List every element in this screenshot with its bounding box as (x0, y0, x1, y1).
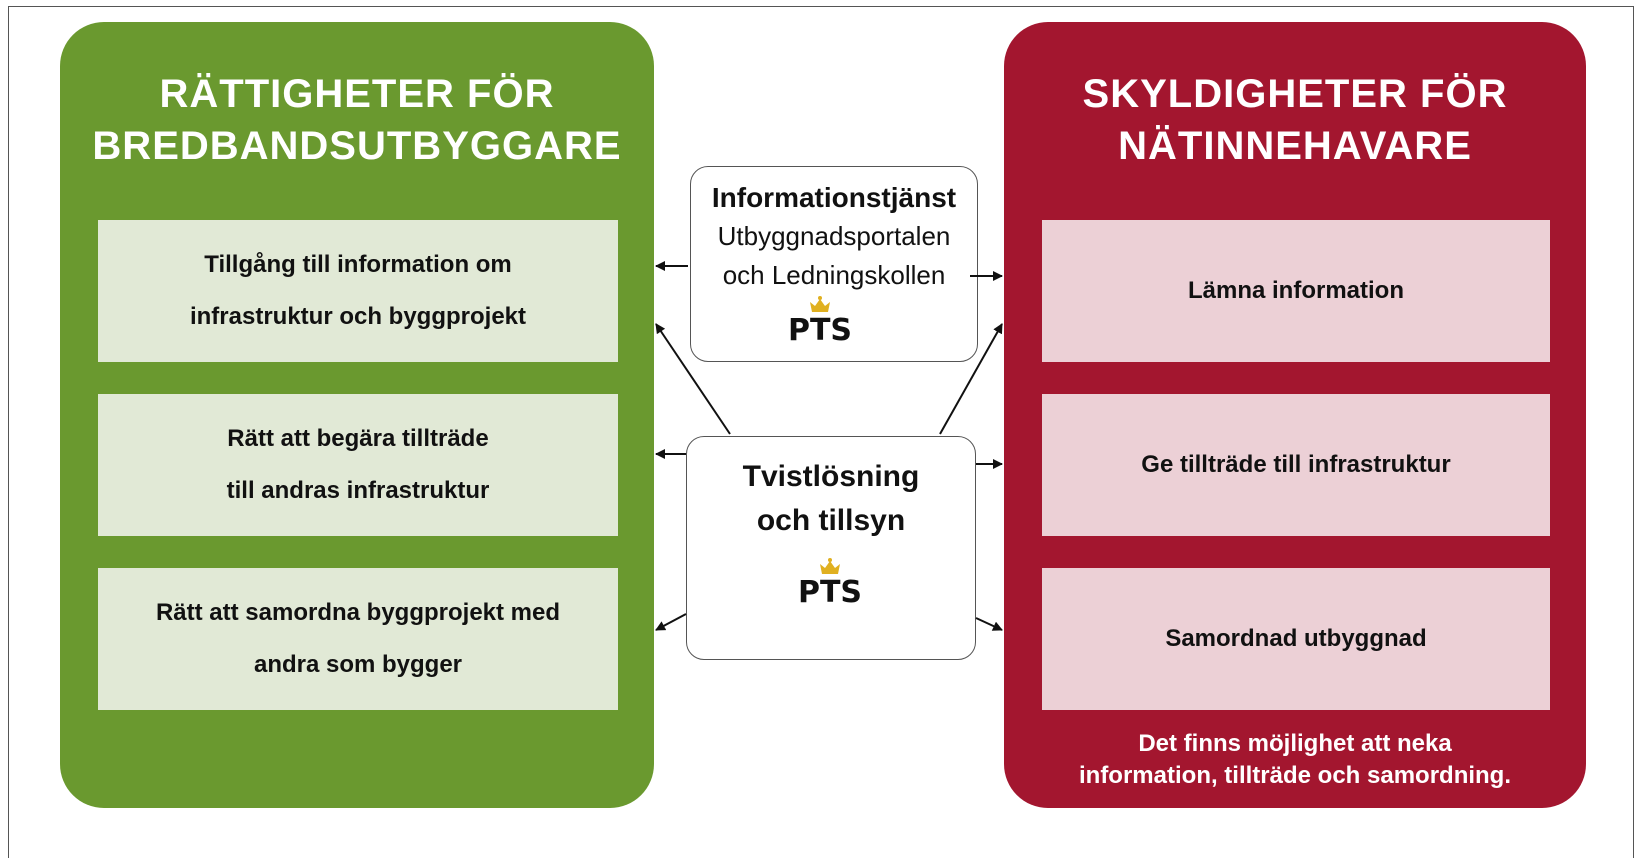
arrow-dispute-to-info-right (939, 323, 1003, 435)
arrow-dispute-to-rights-coordination (655, 613, 687, 631)
crown-icon (810, 296, 830, 312)
pts-logo-icon: PTS (788, 296, 852, 344)
information-service-title: Informationstjänst (711, 182, 957, 213)
obligation-item-information: Lämna information (1042, 220, 1550, 362)
diagram-frame (8, 6, 1634, 858)
rights-panel-title: RÄTTIGHETER FÖR BREDBANDSUTBYGGARE (92, 72, 622, 168)
pts-logo-text: PTS (798, 575, 862, 606)
obligations-panel-title: SKYLDIGHETER FÖR NÄTINNEHAVARE (1082, 72, 1508, 168)
rights-item-access: Rätt att begära tillträde till andras in… (98, 394, 618, 536)
pts-logo-text: PTS (788, 313, 852, 344)
dispute-resolution-box: Tvistlösning och tillsyn (686, 436, 976, 660)
information-service-subtitle: Utbyggnadsportalen och Ledningskollen (717, 221, 951, 290)
dispute-resolution-title: Tvistlösning och tillsyn (742, 460, 920, 537)
rights-item-coordination: Rätt att samordna byggprojekt med andra … (98, 568, 618, 710)
pts-logo-icon: PTS (798, 558, 862, 606)
information-service-box: Informationstjänst Utbyggnadsportalen oc… (690, 166, 978, 362)
obligation-item-access: Ge tillträde till infrastruktur (1042, 394, 1550, 536)
crown-icon (820, 558, 840, 574)
obligation-item-coordination: Samordnad utbyggnad (1042, 568, 1550, 710)
arrow-dispute-to-obligations-coordination (975, 617, 1003, 631)
obligations-note: Det finns möjlighet att neka information… (1078, 730, 1512, 789)
arrow-dispute-to-info-left (655, 323, 731, 435)
rights-item-information: Tillgång till information om infrastrukt… (98, 220, 618, 362)
